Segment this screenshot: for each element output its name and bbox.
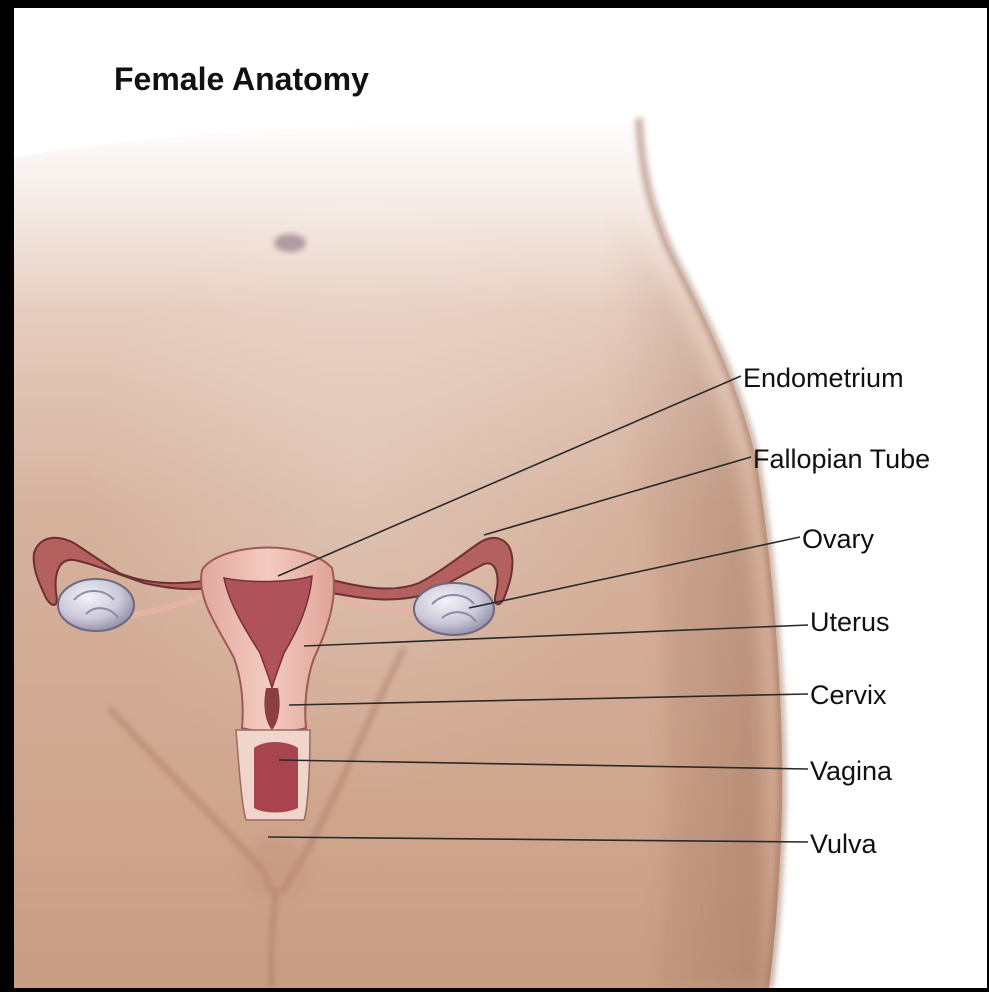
label-vagina: Vagina (810, 755, 892, 787)
label-fallopian-tube: Fallopian Tube (753, 443, 930, 475)
diagram-title: Female Anatomy (114, 60, 369, 98)
torso-skin (14, 118, 782, 988)
label-uterus: Uterus (810, 606, 890, 638)
navel (274, 234, 306, 252)
label-cervix: Cervix (810, 679, 887, 711)
vagina-organ (236, 730, 310, 820)
label-vulva: Vulva (810, 828, 877, 860)
label-endometrium: Endometrium (743, 362, 904, 394)
label-ovary: Ovary (802, 523, 874, 555)
